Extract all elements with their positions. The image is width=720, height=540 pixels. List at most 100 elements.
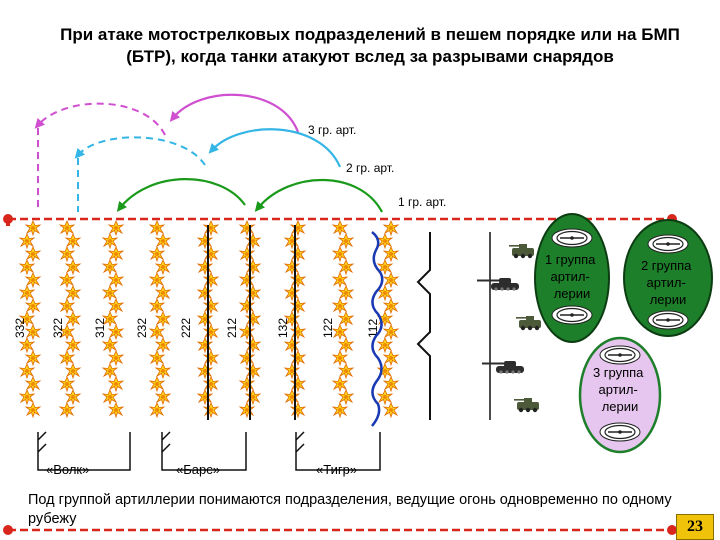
shell-burst-icon bbox=[245, 363, 261, 379]
shell-burst-icon bbox=[155, 259, 171, 275]
shell-burst-icon bbox=[290, 272, 306, 288]
shell-burst-icon bbox=[290, 324, 306, 340]
shell-burst-icon bbox=[102, 337, 118, 353]
shell-burst-icon bbox=[377, 233, 393, 249]
group-1-line-1: 1 группа bbox=[545, 252, 596, 267]
artillery-symbol-icon bbox=[551, 228, 593, 248]
shell-burst-icon bbox=[332, 324, 348, 340]
shell-burst-icon bbox=[203, 272, 219, 288]
shell-burst-icon bbox=[197, 259, 213, 275]
shell-burst-icon bbox=[19, 363, 35, 379]
shell-burst-icon bbox=[284, 363, 300, 379]
shell-burst-icon bbox=[239, 220, 255, 236]
shell-burst-icon bbox=[383, 350, 399, 366]
shell-burst-icon bbox=[19, 233, 35, 249]
artillery-symbol-icon bbox=[551, 305, 593, 325]
tank-icon bbox=[477, 278, 519, 291]
shell-burst-icon bbox=[338, 363, 354, 379]
shell-burst-icon bbox=[25, 272, 41, 288]
shell-burst-icon bbox=[102, 233, 118, 249]
shell-burst-icon bbox=[239, 376, 255, 392]
shell-burst-icon bbox=[245, 259, 261, 275]
shell-burst-icon bbox=[149, 246, 165, 262]
shell-burst-icon bbox=[149, 350, 165, 366]
shell-burst-icon bbox=[155, 337, 171, 353]
unit-label-tiger: «Тигр» bbox=[316, 462, 357, 477]
shell-burst-icon bbox=[284, 389, 300, 405]
shell-burst-icon bbox=[108, 324, 124, 340]
arc-2-left bbox=[74, 136, 206, 166]
shell-burst-icon bbox=[25, 376, 41, 392]
shell-burst-icon bbox=[155, 363, 171, 379]
shell-burst-icon bbox=[377, 337, 393, 353]
boundary-bottom bbox=[3, 525, 677, 535]
shell-burst-icon bbox=[155, 389, 171, 405]
shell-burst-icon bbox=[332, 246, 348, 262]
shell-burst-icon bbox=[239, 298, 255, 314]
fire-line-122 bbox=[332, 220, 354, 418]
shell-burst-icon bbox=[65, 259, 81, 275]
shell-burst-icon bbox=[245, 389, 261, 405]
artillery-symbol-icon bbox=[599, 422, 641, 442]
shell-burst-icon bbox=[25, 220, 41, 236]
arc-1-left bbox=[116, 178, 246, 212]
shell-burst-icon bbox=[155, 233, 171, 249]
shell-burst-icon bbox=[25, 298, 41, 314]
shell-burst-icon bbox=[59, 298, 75, 314]
shell-burst-icon bbox=[19, 337, 35, 353]
shell-burst-icon bbox=[338, 337, 354, 353]
fire-line-label: 222 bbox=[179, 318, 193, 338]
shell-burst-icon bbox=[108, 220, 124, 236]
forward-line-edge bbox=[371, 231, 384, 427]
artillery-group-3: 3 группа артил- лерии bbox=[578, 336, 662, 454]
shell-burst-icon bbox=[338, 259, 354, 275]
ifv-icon bbox=[509, 244, 534, 259]
shell-burst-icon bbox=[65, 389, 81, 405]
shell-burst-icon bbox=[245, 337, 261, 353]
shell-burst-icon bbox=[239, 402, 255, 418]
shell-burst-icon bbox=[65, 233, 81, 249]
shell-burst-icon bbox=[108, 298, 124, 314]
fire-line-label: 322 bbox=[51, 318, 65, 338]
shell-burst-icon bbox=[203, 298, 219, 314]
shell-burst-icon bbox=[203, 246, 219, 262]
shell-burst-icon bbox=[338, 389, 354, 405]
shell-burst-icon bbox=[197, 233, 213, 249]
shell-burst-icon bbox=[197, 389, 213, 405]
shell-burst-icon bbox=[290, 220, 306, 236]
shell-burst-icon bbox=[245, 311, 261, 327]
boundary-verticals bbox=[207, 225, 296, 420]
arc-2-label: 2 гр. арт. bbox=[346, 161, 394, 175]
shell-burst-icon bbox=[59, 272, 75, 288]
fire-line-232 bbox=[149, 220, 171, 418]
shell-burst-icon bbox=[65, 337, 81, 353]
fire-line-label: 212 bbox=[225, 318, 239, 338]
page-number-badge: 23 bbox=[676, 514, 714, 540]
shell-burst-icon bbox=[149, 402, 165, 418]
ifv-icon bbox=[514, 398, 539, 413]
ifv-icon bbox=[516, 316, 541, 331]
arc-3-label: 3 гр. арт. bbox=[308, 123, 356, 137]
shell-burst-icon bbox=[108, 402, 124, 418]
artillery-group-2: 2 группа артил- лерии bbox=[623, 219, 713, 337]
shell-burst-icon bbox=[102, 363, 118, 379]
shell-burst-icon bbox=[239, 350, 255, 366]
svg-text:1 группа артил- ле: 1 группа артил- лерии bbox=[545, 252, 599, 301]
shell-burst-icon bbox=[290, 350, 306, 366]
shell-burst-icon bbox=[197, 337, 213, 353]
shell-burst-icon bbox=[197, 285, 213, 301]
fire-line-label: 112 bbox=[366, 319, 380, 338]
arc-3-right bbox=[169, 93, 300, 133]
shell-burst-icon bbox=[65, 285, 81, 301]
unit-bracket-ticks bbox=[37, 431, 305, 453]
shell-burst-icon bbox=[290, 298, 306, 314]
vehicles bbox=[477, 244, 541, 413]
shell-burst-icon bbox=[290, 246, 306, 262]
shell-burst-icon bbox=[338, 311, 354, 327]
shell-burst-icon bbox=[19, 259, 35, 275]
shell-burst-icon bbox=[383, 220, 399, 236]
shell-burst-icon bbox=[383, 272, 399, 288]
shell-burst-icon bbox=[197, 311, 213, 327]
unit-label-wolf: «Волк» bbox=[46, 462, 89, 477]
